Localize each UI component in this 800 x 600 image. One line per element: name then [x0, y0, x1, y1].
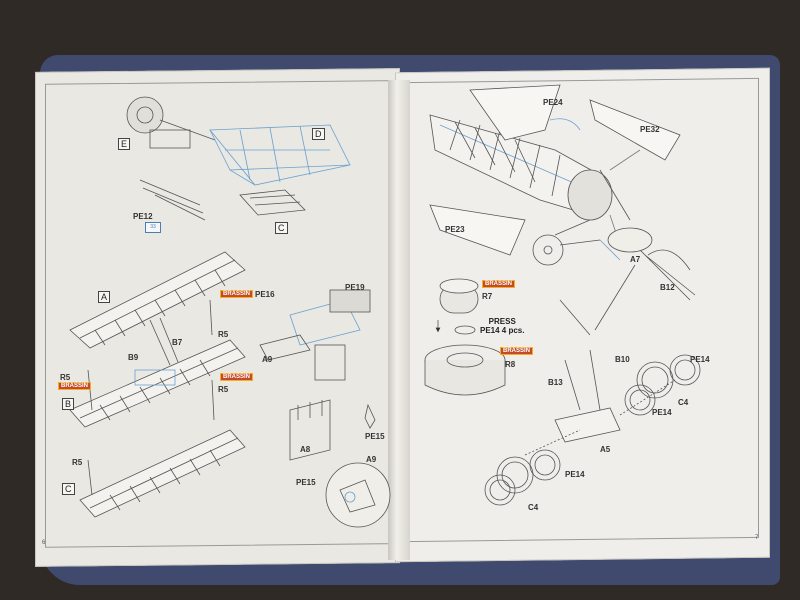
label-a9: A9: [262, 355, 273, 364]
label-pe15-detail: PE15: [296, 478, 316, 487]
label-pe32: PE32: [640, 125, 660, 134]
brassin-tag-3: BRASSIN: [220, 373, 254, 381]
wheel-stack-drawing: [424, 278, 506, 396]
pe15-part-drawing: [364, 403, 376, 429]
label-b9: B9: [128, 353, 139, 362]
step-box-c: C: [275, 222, 288, 234]
label-pe14-a: PE14: [690, 355, 710, 364]
label-pe12: PE12: [133, 212, 153, 221]
label-r5-c: R5: [218, 385, 229, 394]
propeller-drawing: [599, 169, 696, 301]
label-r7: R7: [482, 292, 493, 301]
seat-assembly-drawing: [259, 289, 371, 461]
book-spine: [388, 80, 410, 560]
step-box-b: B: [62, 398, 75, 410]
color-ref-tag: 33: [145, 222, 161, 233]
brassin-tag-5: BRASSIN: [500, 347, 534, 355]
detail-circle-drawing: [325, 462, 391, 528]
label-c4-a: C4: [678, 398, 689, 407]
label-a7: A7: [630, 255, 641, 264]
interplane-struts-drawing: [87, 299, 215, 496]
label-a8: A8: [300, 445, 311, 454]
label-b13: B13: [548, 378, 563, 387]
upper-wing-drawing: [69, 251, 246, 349]
label-pe14-b: PE14: [652, 408, 672, 417]
press-instruction: PRESS PE14 4 pcs.: [480, 317, 525, 335]
label-r5-b: R5: [60, 373, 71, 382]
middle-wing-drawing: [69, 339, 246, 428]
label-a9-detail: A9: [366, 455, 377, 464]
left-page-number: 6: [42, 540, 46, 546]
right-page-number: 7: [755, 535, 759, 541]
label-b12: B12: [660, 283, 675, 292]
mount-line: [559, 264, 636, 336]
brassin-tag-1: BRASSIN: [220, 290, 254, 298]
step-box-d: D: [312, 128, 325, 140]
label-pe23: PE23: [445, 225, 465, 234]
landing-gear-drawing: [532, 219, 621, 266]
lower-wing-drawing: [79, 429, 246, 518]
fuselage-panel-drawing: [469, 84, 681, 161]
label-pe16: PE16: [255, 290, 275, 299]
label-pe15: PE15: [365, 432, 385, 441]
right-fuselage-drawing: [429, 114, 641, 246]
label-r8: R8: [505, 360, 516, 369]
label-pe19: PE19: [345, 283, 365, 292]
label-pe14-c: PE14: [565, 470, 585, 479]
struts-drawing: [139, 179, 206, 221]
label-pe24: PE24: [543, 98, 563, 107]
step-box-a: A: [98, 291, 111, 303]
label-a5: A5: [600, 445, 611, 454]
wheel-spoke-drawing: [484, 354, 701, 506]
axle-struts-drawing: [524, 349, 676, 456]
step-box-c2: C: [62, 483, 75, 495]
label-r5-a: R5: [218, 330, 229, 339]
label-b7: B7: [172, 338, 183, 347]
cockpit-floor-drawing: [239, 189, 306, 216]
label-c4-b: C4: [528, 503, 539, 512]
label-r5-d: R5: [72, 458, 83, 467]
engine-assembly-drawing: [126, 96, 216, 149]
brassin-tag-4: BRASSIN: [482, 280, 516, 288]
fuselage-frame-drawing: [209, 124, 351, 186]
label-b10: B10: [615, 355, 630, 364]
step-box-e: E: [118, 138, 131, 150]
lower-fuselage-panel-drawing: [429, 204, 526, 256]
brassin-tag-2: BRASSIN: [58, 382, 92, 390]
